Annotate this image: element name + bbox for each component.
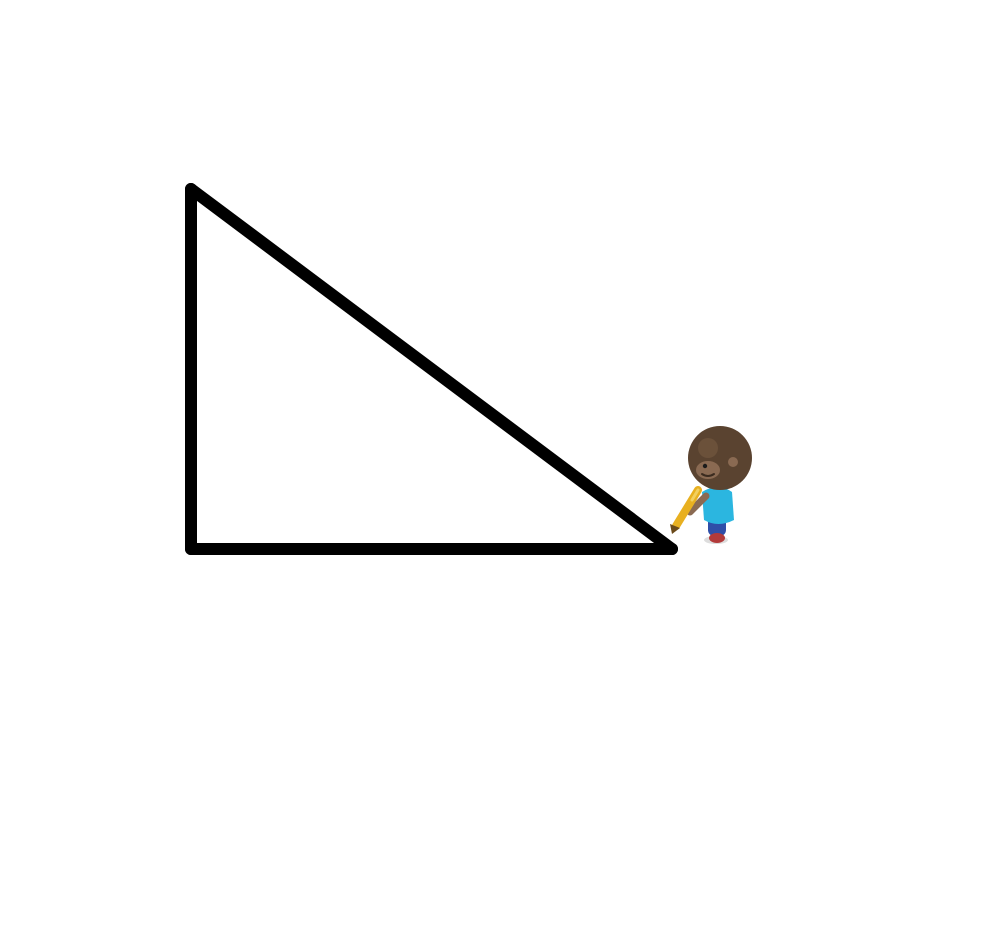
drawn-triangle bbox=[185, 183, 678, 555]
triangle-hypotenuse-edge bbox=[185, 183, 678, 555]
pencil-icon bbox=[670, 486, 702, 534]
artist-sprite-icon bbox=[670, 426, 752, 544]
